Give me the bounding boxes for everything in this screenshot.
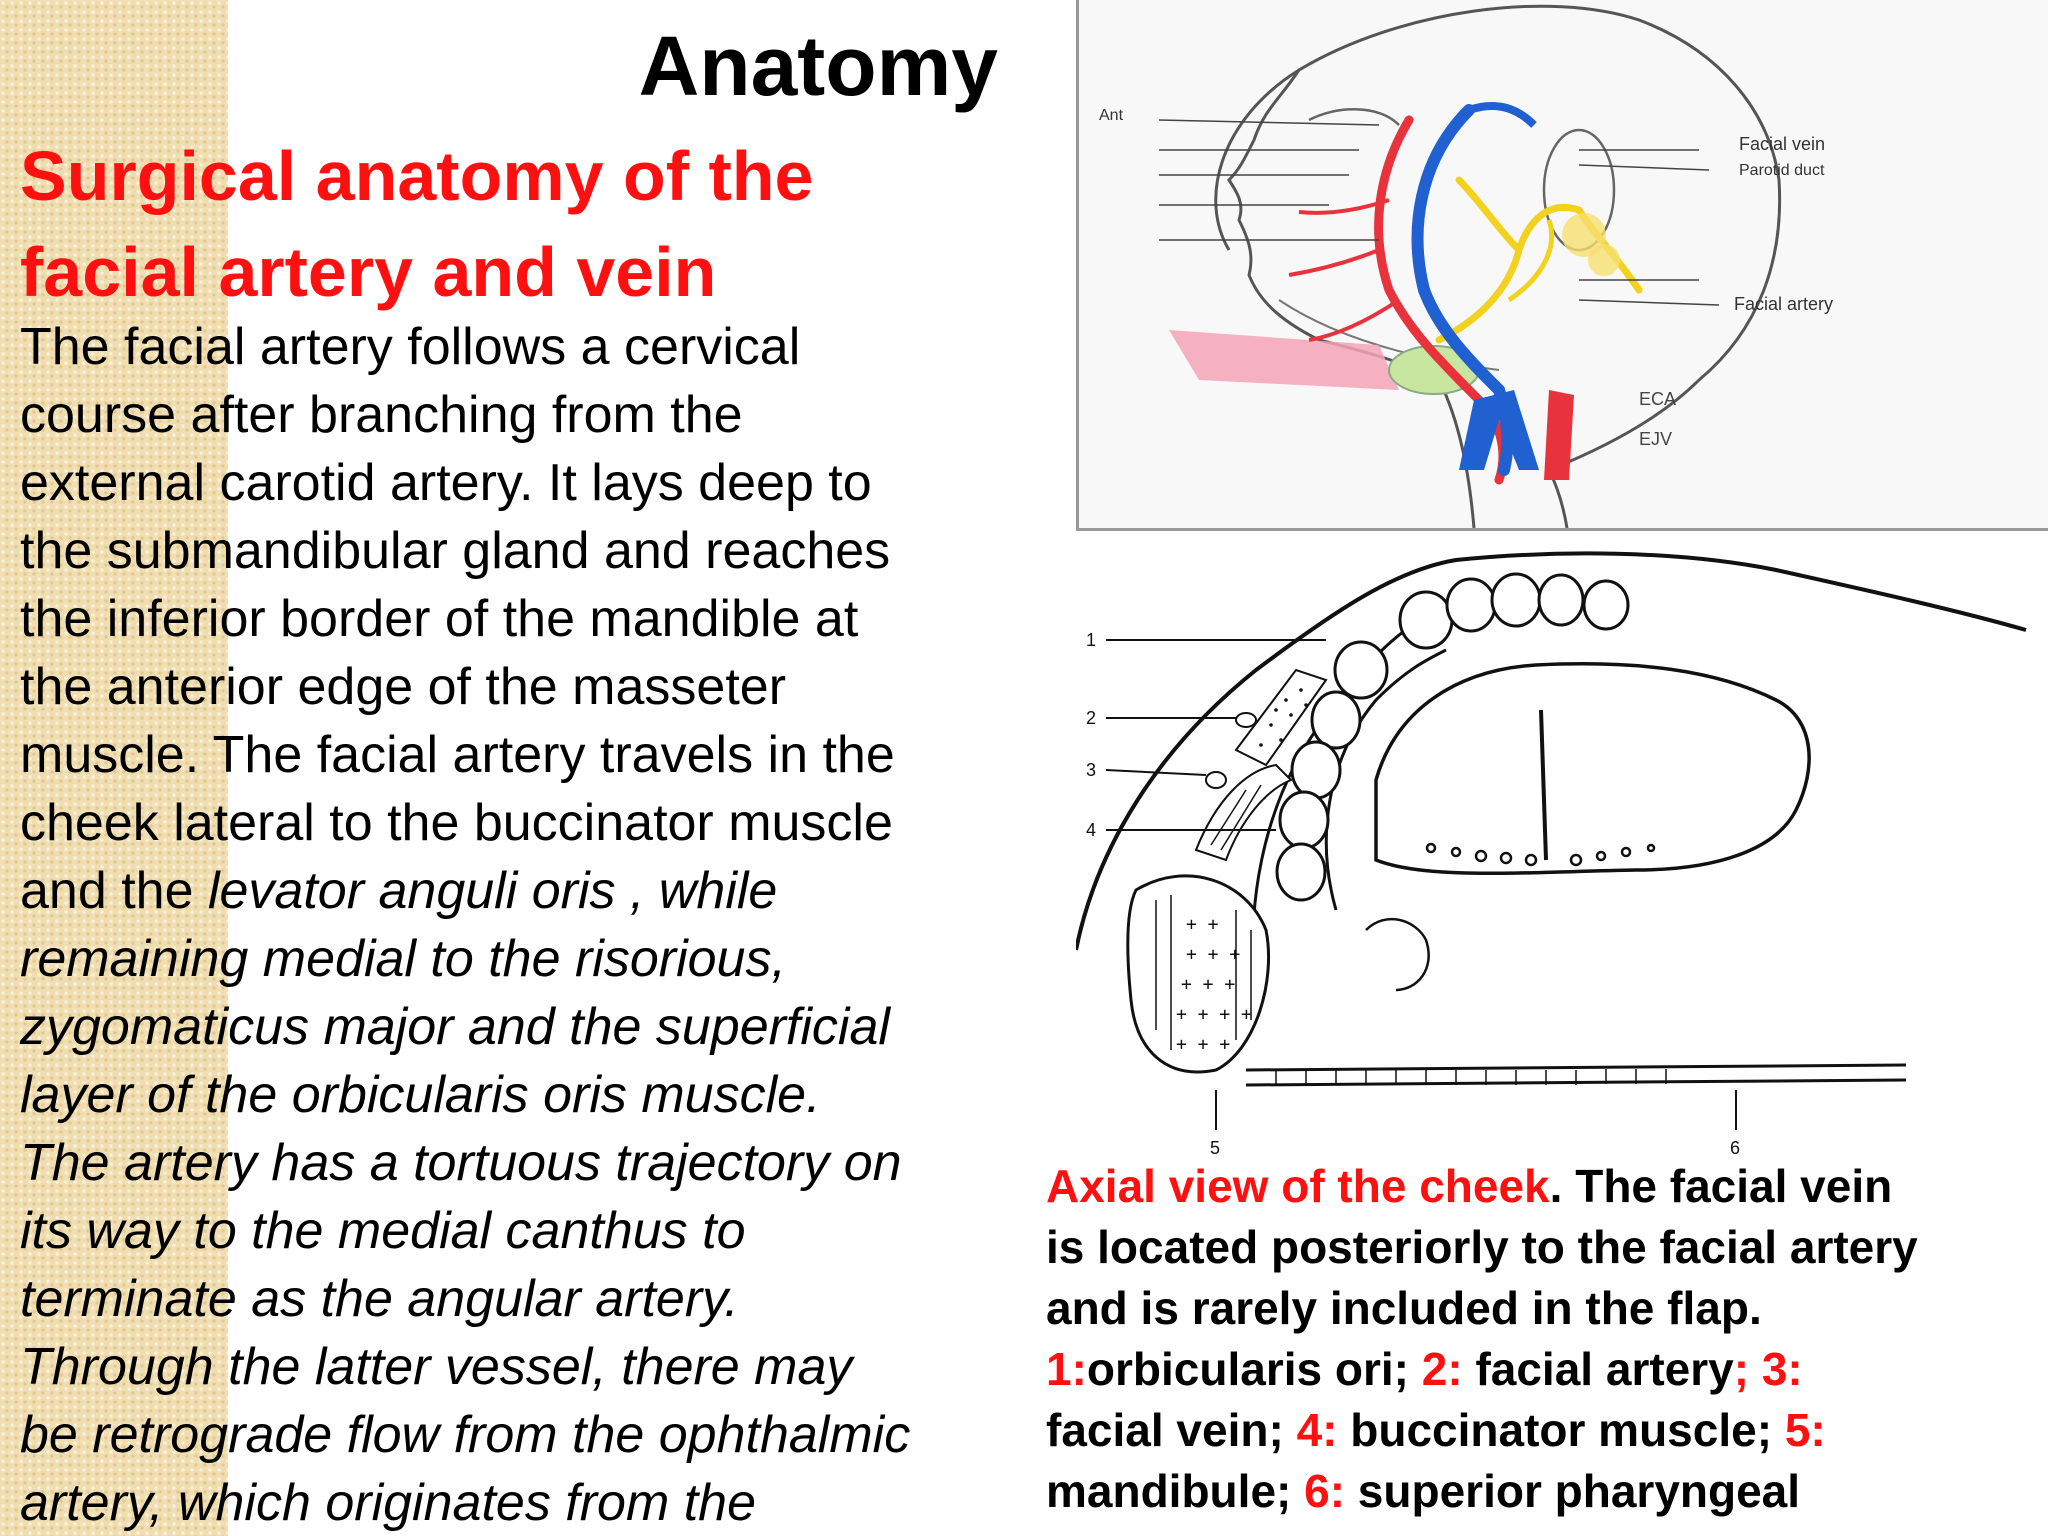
caption-number: 4: xyxy=(1296,1404,1338,1456)
caption-term: superior pharyngeal xyxy=(1345,1465,1801,1517)
axial-diagram-svg: + + + + + + + + + + + + + + + xyxy=(1076,551,2027,1158)
svg-text:+ + +: + + + xyxy=(1176,1034,1230,1055)
figure-caption: Axial view of the cheek. The facial vein… xyxy=(1046,1156,2036,1522)
sketch-label-facial-vein: Facial vein xyxy=(1739,134,1825,154)
body-line: artery, which originates from the xyxy=(20,1474,756,1532)
caption-line: Axial view of the cheek. The facial vein xyxy=(1046,1156,2036,1217)
slide-title: Anatomy xyxy=(638,19,998,113)
caption-number: 5: xyxy=(1784,1404,1826,1456)
caption-number: 6: xyxy=(1304,1465,1346,1517)
subtitle-line: Surgical anatomy of the xyxy=(20,137,814,215)
subtitle-line: facial artery and vein xyxy=(20,233,717,311)
body-line: layer of the orbicularis oris muscle. xyxy=(20,1066,821,1124)
body-line: the inferior border of the mandible at xyxy=(20,590,859,648)
body-line: remaining medial to the risorious, xyxy=(20,930,786,988)
axial-number-4: 4 xyxy=(1086,820,1096,840)
body-line: muscle. The facial artery travels in the xyxy=(20,726,895,784)
axial-number-6: 6 xyxy=(1730,1138,1740,1158)
svg-text:+ + +: + + + xyxy=(1181,974,1235,995)
svg-text:+ + +: + + + xyxy=(1186,944,1240,965)
body-line: be retrograde flow from the ophthalmic xyxy=(20,1406,911,1464)
caption-line: and is rarely included in the flap. xyxy=(1046,1282,1762,1334)
axial-cheek-diagram: + + + + + + + + + + + + + + + xyxy=(1076,550,2048,1170)
caption-line: 1:orbicularis ori; 2: facial artery; 3: xyxy=(1046,1339,2036,1400)
body-line: The artery has a tortuous trajectory on xyxy=(20,1134,902,1192)
caption-term: buccinator muscle; xyxy=(1337,1404,1785,1456)
body-line: the submandibular gland and reaches xyxy=(20,522,891,580)
svg-text:+ +: + + xyxy=(1186,914,1219,935)
svg-text:+ + + +: + + + + xyxy=(1176,1004,1252,1025)
head-sketch-svg: Ant Facial vein Parotid duct Facial arte… xyxy=(1099,4,1833,528)
facial-vessels-sketch: Ant Facial vein Parotid duct Facial arte… xyxy=(1076,0,2048,531)
sketch-label-ant: Ant xyxy=(1099,107,1124,124)
body-line: Through the latter vessel, there may xyxy=(20,1338,853,1396)
body-line: terminate as the angular artery. xyxy=(20,1270,739,1328)
caption-term: orbicularis ori; xyxy=(1086,1343,1422,1395)
axial-number-5: 5 xyxy=(1210,1138,1220,1158)
sketch-label-parotid-duct: Parotid duct xyxy=(1739,162,1825,179)
body-line: cheek lateral to the buccinator muscle xyxy=(20,794,893,852)
body-line: course after branching from the xyxy=(20,386,743,444)
sketch-label-ejv: EJV xyxy=(1639,429,1672,449)
sketch-label-facial-artery: Facial artery xyxy=(1734,294,1833,314)
caption-number: 2: xyxy=(1421,1343,1463,1395)
body-line: zygomaticus major and the superficial xyxy=(20,998,890,1056)
body-line: the anterior edge of the masseter xyxy=(20,658,787,716)
caption-line: is located posteriorly to the facial art… xyxy=(1046,1221,1918,1273)
body-text-italic: levator anguli oris , while xyxy=(207,862,778,920)
body-text-regular: and the xyxy=(20,862,208,920)
caption-line: mandibule; 6: superior pharyngeal xyxy=(1046,1461,2036,1522)
caption-number: ; 3: xyxy=(1733,1343,1803,1395)
axial-number-2: 2 xyxy=(1086,708,1096,728)
axial-number-3: 3 xyxy=(1086,760,1096,780)
body-paragraph: The facial artery follows a cervical cou… xyxy=(20,313,1010,1536)
caption-term: facial vein; xyxy=(1046,1404,1297,1456)
slide-subtitle: Surgical anatomy of the facial artery an… xyxy=(20,128,1000,320)
body-line: external carotid artery. It lays deep to xyxy=(20,454,872,512)
body-line-mixed: and the levator anguli oris , while xyxy=(20,857,1010,925)
axial-number-1: 1 xyxy=(1086,630,1096,650)
body-line: The facial artery follows a cervical xyxy=(20,318,801,376)
caption-term: facial artery xyxy=(1462,1343,1734,1395)
sketch-label-eca: ECA xyxy=(1639,389,1676,409)
caption-number: 1: xyxy=(1046,1343,1087,1395)
caption-line: facial vein; 4: buccinator muscle; 5: xyxy=(1046,1400,2036,1461)
caption-lead-red: Axial view of the cheek xyxy=(1046,1160,1550,1212)
decorative-texture-strip xyxy=(0,0,228,1536)
caption-term: mandibule; xyxy=(1046,1465,1305,1517)
caption-lead-black: . The facial vein xyxy=(1549,1160,1893,1212)
body-line: its way to the medial canthus to xyxy=(20,1202,746,1260)
